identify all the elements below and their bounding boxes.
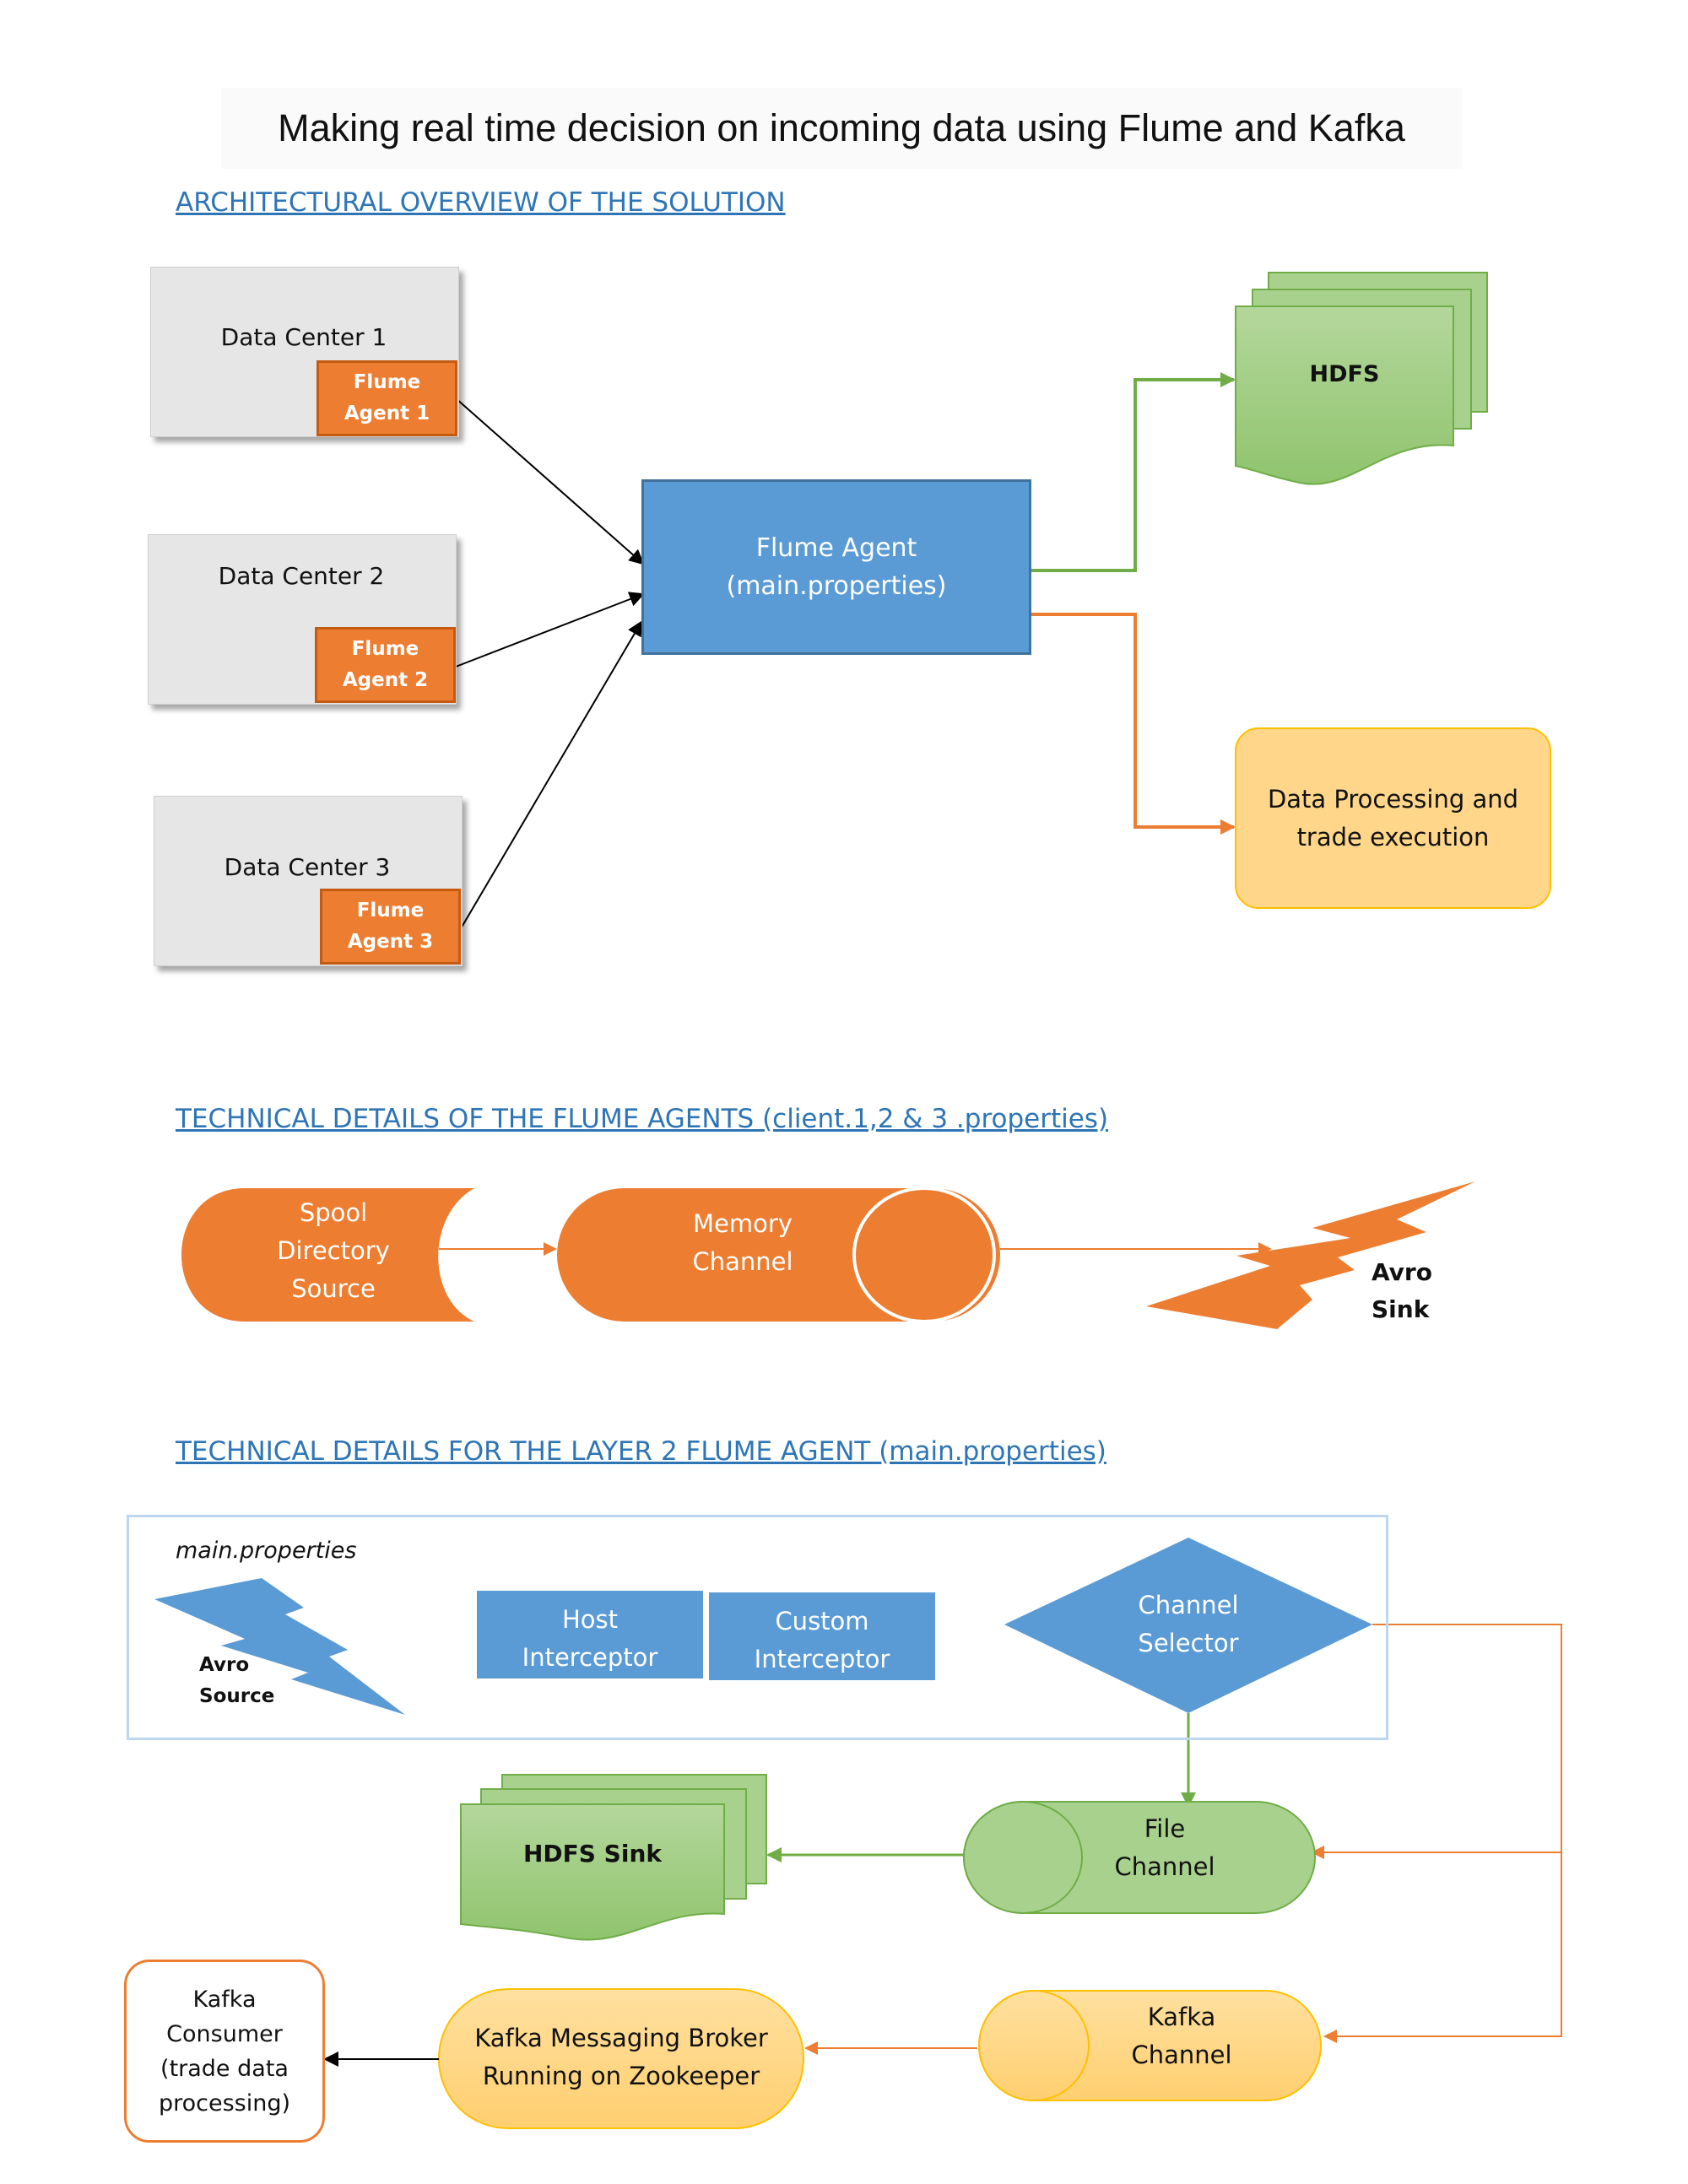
custom-interceptor-line1: Custom: [775, 1607, 869, 1635]
page-title-box: Making real time decision on incoming da…: [221, 88, 1462, 169]
dc3-to-main-arrow: [459, 620, 643, 931]
host-interceptor-box: Host Interceptor: [477, 1591, 703, 1679]
kafka-consumer-line4: processing): [158, 2089, 291, 2116]
memory-channel-label: Memory Channel: [641, 1205, 844, 1281]
flume-agent-2-box: Flume Agent 2: [315, 627, 456, 703]
data-center-3-label: Data Center 3: [224, 853, 391, 881]
flume-agent-1-box: Flume Agent 1: [316, 360, 457, 436]
hdfs-label: HDFS: [1309, 361, 1380, 387]
main-to-hdfs-arrow: [1030, 372, 1236, 572]
memory-channel-line2: Channel: [692, 1247, 793, 1276]
custom-interceptor-box: Custom Interceptor: [709, 1592, 935, 1680]
kafka-consumer-line1: Kafka: [192, 1986, 257, 2013]
hdfs-sink-label: HDFS Sink: [522, 1840, 663, 1868]
selector-to-kafka-channel-arrow: [1323, 1624, 1562, 2043]
kafka-consumer-line2: Consumer: [166, 2020, 283, 2047]
file-channel-line2: Channel: [1114, 1852, 1215, 1881]
dc2-to-main-arrow: [455, 592, 645, 668]
avro-source-line1: Avro: [199, 1654, 250, 1676]
flume-agent-1-line2: Agent 1: [344, 403, 430, 424]
flume-agent-2-line2: Agent 2: [342, 669, 429, 691]
channel-selector-line1: Channel: [1138, 1591, 1239, 1619]
data-processing-line1: Data Processing and: [1267, 784, 1519, 814]
main-flume-agent-box: Flume Agent (main.properties): [641, 479, 1031, 655]
avro-source-line2: Source: [199, 1685, 275, 1707]
avro-sink-lightning-shape: [1146, 1181, 1475, 1329]
hdfs-sink-documents-shape: [460, 1774, 767, 1941]
main-to-processing-arrow: [1030, 613, 1236, 835]
layer2-agent-heading: TECHNICAL DETAILS FOR THE LAYER 2 FLUME …: [176, 1436, 1106, 1467]
channel-selector-label: Channel Selector: [1089, 1587, 1288, 1662]
kafka-channel-line1: Kafka: [1147, 2003, 1216, 2031]
memory-channel-line1: Memory: [693, 1209, 793, 1238]
kafka-channel-label: Kafka Channel: [1097, 1998, 1266, 2074]
host-interceptor-line2: Interceptor: [522, 1643, 658, 1672]
hdfs-documents-shape: [1235, 272, 1488, 485]
spool-source-shape: [181, 1188, 474, 1322]
channel-selector-diamond: [1004, 1538, 1372, 1713]
kafka-channel-shape: [978, 1990, 1322, 2101]
avro-sink-line1: Avro: [1372, 1258, 1432, 1286]
avro-sink-label: Avro Sink: [1372, 1254, 1464, 1328]
spool-source-label: Spool Directory Source: [245, 1194, 422, 1308]
kafka-consumer-box: Kafka Consumer (trade data processing): [124, 1960, 325, 2143]
avro-sink-line2: Sink: [1372, 1295, 1430, 1323]
memory-channel-shape: [557, 1187, 1000, 1323]
flume-agent-2-line1: Flume: [351, 638, 419, 660]
spool-source-line1: Spool: [299, 1198, 368, 1227]
client-agents-heading: TECHNICAL DETAILS OF THE FLUME AGENTS (c…: [176, 1104, 1109, 1134]
flume-agent-1-line1: Flume: [353, 371, 421, 393]
kafka-consumer-line3: (trade data: [160, 2055, 289, 2082]
kafka-broker-line1: Kafka Messaging Broker: [474, 2024, 768, 2052]
data-center-1-label: Data Center 1: [220, 323, 387, 351]
avro-source-lightning-shape: [154, 1578, 405, 1715]
host-interceptor-line1: Host: [561, 1605, 619, 1634]
kafka-broker-label: Kafka Messaging Broker Running on Zookee…: [439, 2019, 803, 2095]
custom-interceptor-line2: Interceptor: [754, 1645, 890, 1673]
data-processing-box: Data Processing and trade execution: [1235, 727, 1551, 909]
kafka-channel-line2: Channel: [1131, 2041, 1232, 2069]
spool-source-line2: Directory: [277, 1236, 390, 1265]
main-properties-label: main.properties: [176, 1538, 357, 1564]
data-center-2-label: Data Center 2: [218, 562, 385, 590]
main-flume-agent-line2: (main.properties): [726, 571, 947, 601]
kafka-broker-line2: Running on Zookeeper: [482, 2062, 760, 2090]
page-title: Making real time decision on incoming da…: [278, 106, 1405, 149]
channel-selector-line2: Selector: [1138, 1629, 1239, 1657]
flume-agent-3-line1: Flume: [356, 900, 425, 922]
file-channel-label: File Channel: [1080, 1810, 1249, 1886]
dc1-to-main-arrow: [455, 397, 645, 565]
architecture-heading: ARCHITECTURAL OVERVIEW OF THE SOLUTION: [176, 187, 786, 218]
main-properties-container: [127, 1515, 1388, 1740]
file-channel-shape: [963, 1801, 1316, 1914]
flume-agent-3-line2: Agent 3: [347, 931, 434, 953]
flume-agent-3-box: Flume Agent 3: [320, 889, 461, 965]
spool-source-line3: Source: [291, 1274, 376, 1303]
avro-source-label: Avro Source: [199, 1650, 300, 1712]
file-channel-line1: File: [1144, 1814, 1186, 1843]
main-flume-agent-line1: Flume Agent: [755, 533, 917, 563]
data-processing-line2: trade execution: [1296, 822, 1490, 851]
